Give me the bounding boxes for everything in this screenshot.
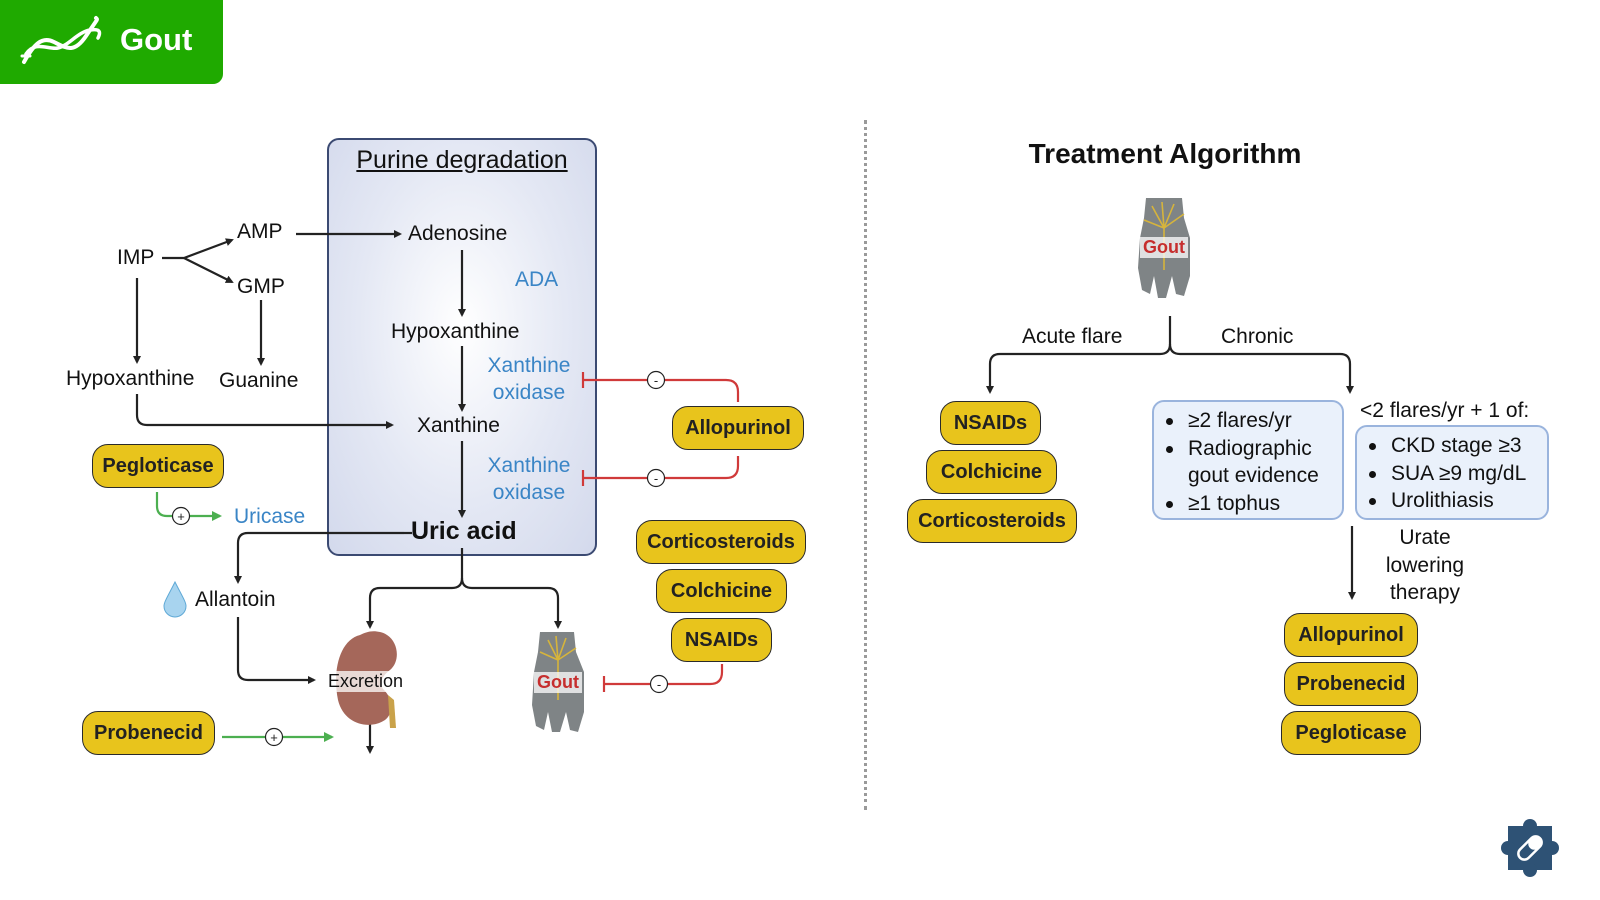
node-gmp: GMP [237,275,285,298]
section-divider [864,120,867,810]
inhibit-line-allopurinol-xo1 [583,378,740,402]
arrow-allantoin-excretion [236,617,316,684]
enzyme-xo2-line2: oxidase [492,481,566,504]
water-drop-icon [163,580,187,618]
criteria-a-item: Radiographic gout evidence [1154,435,1342,490]
ult-label-line: therapy [1389,581,1461,604]
purine-degradation-title: Purine degradation [356,146,568,174]
branch-chronic: Chronic [1221,325,1294,348]
acute-drug-nsaids[interactable]: NSAIDs [940,401,1041,445]
enzyme-xo1-line2: oxidase [492,381,566,404]
drug-pill-colchicine[interactable]: Colchicine [656,569,787,613]
arrow-hypoxanthine-xanthine [135,394,394,429]
arrow-uricacid-gout [460,577,562,629]
branch-acute-flare: Acute flare [1022,325,1123,348]
criteria-b-item: SUA ≥9 mg/dL [1357,460,1547,488]
enzyme-xanthine-oxidase-1: Xanthine oxidase [484,352,574,406]
ult-drug-allopurinol[interactable]: Allopurinol [1284,613,1418,657]
drug-pill-pegloticase[interactable]: Pegloticase [92,444,224,488]
criteria-a-item: ≥2 flares/yr [1154,407,1342,435]
enzyme-xanthine-oxidase-2: Xanthine oxidase [484,452,574,506]
node-excretion: Excretion [328,671,404,692]
chronic-criteria-a-box: ≥2 flares/yr Radiographic gout evidence … [1152,400,1344,520]
ult-drug-pegloticase[interactable]: Pegloticase [1281,711,1421,755]
acute-drug-colchicine[interactable]: Colchicine [926,450,1057,494]
node-imp: IMP [117,246,155,269]
activate-sign-1 [171,506,191,526]
node-gout-root: Gout [1140,237,1188,258]
drug-pill-corticosteroids[interactable]: Corticosteroids [636,520,806,564]
node-amp: AMP [237,220,283,243]
ult-drug-probenecid[interactable]: Probenecid [1284,662,1418,706]
inhibit-sign-text-3: - [657,677,661,692]
ult-label: Urate lowering therapy [1370,524,1480,607]
activate-sign-2 [264,727,284,747]
drug-pill-probenecid[interactable]: Probenecid [82,711,215,755]
ult-label-line: Urate [1399,526,1451,549]
activate-sign-text-1: + [177,509,185,524]
drug-pill-nsaids[interactable]: NSAIDs [671,618,772,662]
node-adenosine: Adenosine [408,222,508,245]
node-hypoxanthine-inner: Hypoxanthine [391,320,520,343]
inhibit-sign-3 [649,674,669,694]
chronic-criteria-b-box: CKD stage ≥3 SUA ≥9 mg/dL Urolithiasis [1355,425,1549,520]
criteria-b-item: CKD stage ≥3 [1357,432,1547,460]
ult-label-line: lowering [1385,553,1465,577]
drug-pill-allopurinol[interactable]: Allopurinol [672,406,804,450]
header-banner: Gout [0,0,223,84]
activate-sign-text-2: + [270,730,278,745]
activate-line-pegloticase-uricase [155,492,222,521]
inhibit-sign-text-2: - [654,471,658,486]
node-hypoxanthine-outer: Hypoxanthine [66,367,195,390]
enzyme-uricase: Uricase [234,505,306,528]
dna-icon [20,16,102,64]
node-xanthine: Xanthine [417,414,500,437]
arrow-uricacid-allantoin [234,531,404,584]
inhibit-sign-1 [646,370,666,390]
treatment-algorithm-title: Treatment Algorithm [1028,138,1302,169]
node-uric-acid: Uric acid [411,517,517,545]
criteria-a-item: ≥1 tophus [1154,490,1342,518]
inhibit-line-allopurinol-xo2 [583,456,740,480]
node-guanine: Guanine [219,369,299,392]
node-allantoin: Allantoin [195,588,276,611]
arrow-imp-gmp [183,257,234,283]
arrow-imp-amp [162,238,234,260]
node-gout-left: Gout [534,672,582,693]
criteria-b-item: Urolithiasis [1357,487,1547,515]
enzyme-xo1-line1: Xanthine [487,354,571,377]
enzyme-xo2-line1: Xanthine [487,454,571,477]
acute-drug-corticosteroids[interactable]: Corticosteroids [907,499,1077,543]
inhibit-sign-2 [646,468,666,488]
enzyme-ada: ADA [515,268,559,291]
inhibit-line-nsaids-gout [604,664,724,686]
tree-line-chronic [1168,343,1354,394]
header-title: Gout [120,22,193,57]
chronic-criteria-b-heading: <2 flares/yr + 1 of: [1360,399,1530,422]
inhibit-sign-text-1: - [654,373,658,388]
arrow-uricacid-excretion [366,548,464,629]
puzzle-pill-icon [1501,819,1559,877]
